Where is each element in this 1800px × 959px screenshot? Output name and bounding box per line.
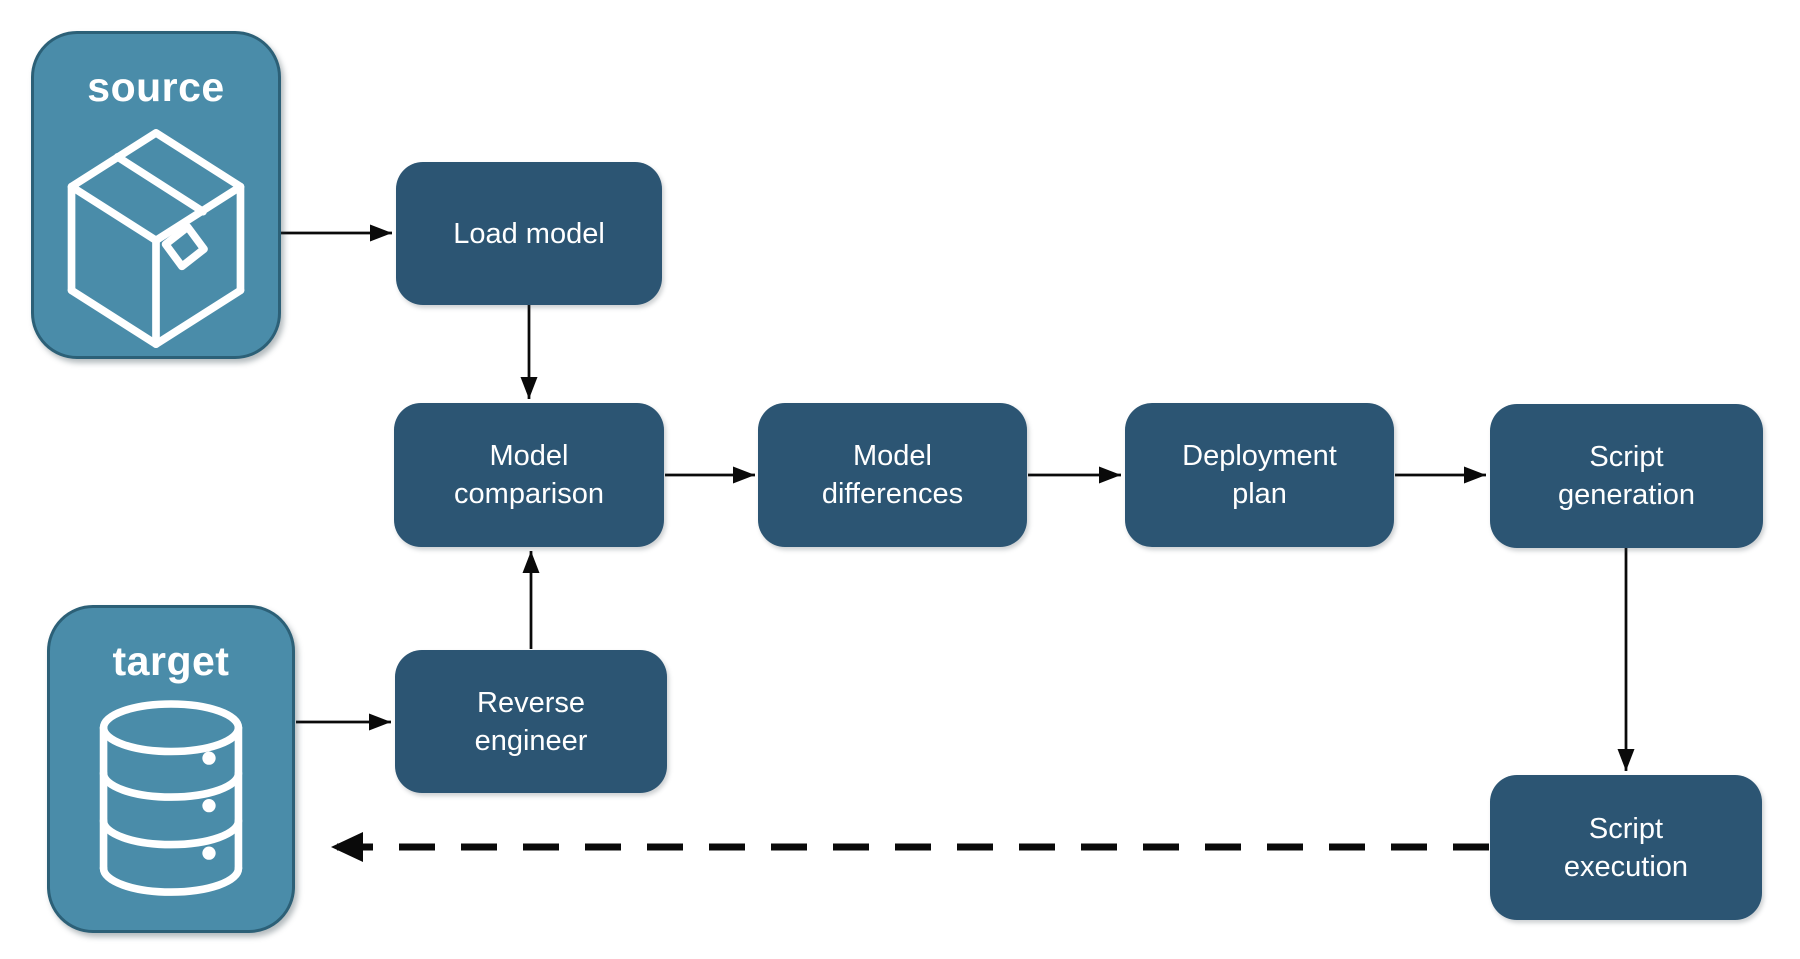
- node-label-line: Script: [1588, 812, 1664, 845]
- node-label-line: comparison: [454, 478, 604, 510]
- node-label-line: engineer: [474, 724, 588, 757]
- node-model-comparison: Model comparison: [394, 403, 664, 547]
- node-deployment-plan: Deployment plan: [1125, 403, 1394, 547]
- node-model-differences: Model differences: [758, 403, 1027, 547]
- database-icon: [99, 700, 243, 896]
- node-label-line: Model: [489, 440, 569, 472]
- node-script-generation: Script generation: [1490, 404, 1763, 548]
- node-label-line: generation: [1557, 479, 1696, 511]
- node-label-line: Deployment: [1182, 440, 1337, 472]
- node-label-line: execution: [1563, 850, 1689, 883]
- container-target: target: [47, 605, 295, 933]
- source-label: source: [87, 64, 225, 110]
- node-label-line: plan: [1232, 478, 1287, 510]
- node-load-model: Load model: [396, 162, 662, 305]
- target-label: target: [112, 638, 230, 684]
- node-label-line: differences: [821, 478, 964, 510]
- node-label-line: Reverse: [477, 686, 585, 719]
- node-reverse-engineer: Reverse engineer: [395, 650, 667, 793]
- node-label-line: Load model: [453, 217, 605, 250]
- node-label-line: Model: [853, 440, 932, 472]
- node-script-execution: Script execution: [1490, 775, 1762, 920]
- container-source: source: [31, 31, 281, 359]
- node-label-line: Script: [1589, 441, 1664, 473]
- package-icon: [67, 129, 245, 348]
